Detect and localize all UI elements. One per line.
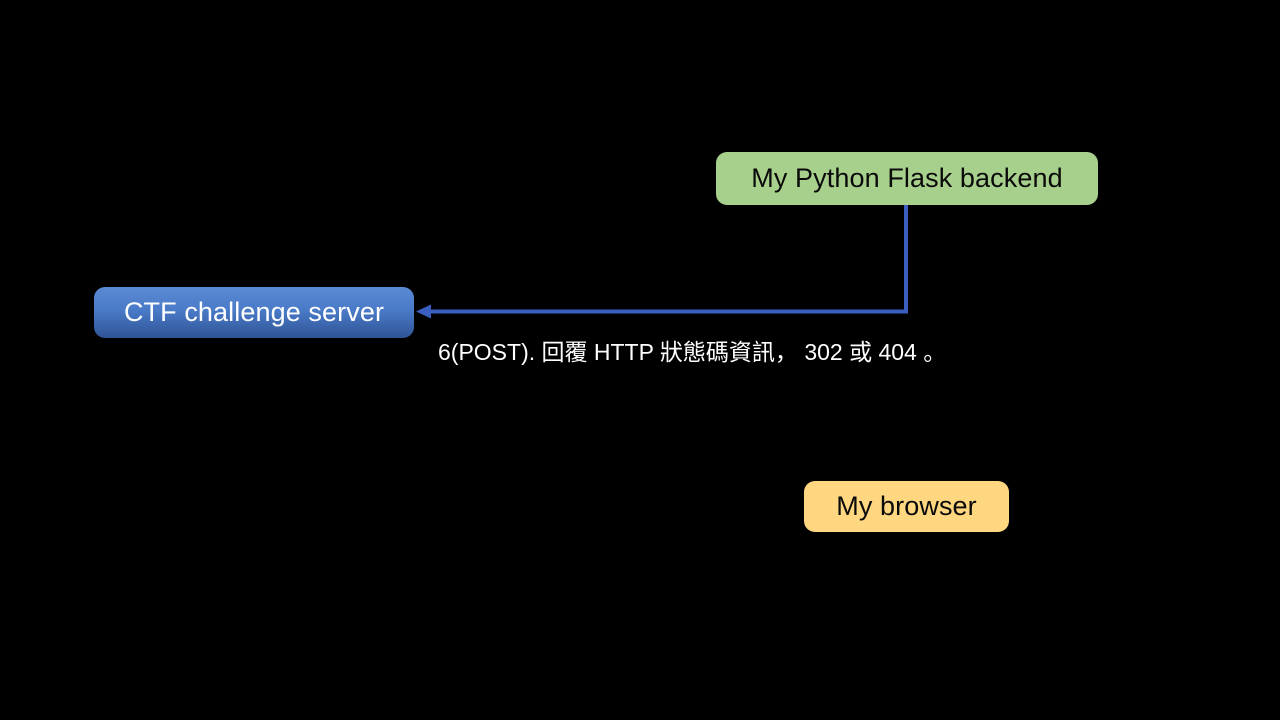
backend-to-ctf-connector bbox=[416, 205, 908, 319]
node-label: My Python Flask backend bbox=[751, 163, 1063, 193]
node-label: CTF challenge server bbox=[123, 297, 385, 327]
node-python-flask-backend[interactable]: My Python Flask backend bbox=[716, 152, 1098, 205]
connector-caption: 6(POST). 回覆 HTTP 狀態碼資訊， 302 或 404 。 bbox=[438, 339, 947, 365]
node-my-browser[interactable]: My browser bbox=[804, 481, 1009, 532]
node-label: My browser bbox=[836, 491, 977, 521]
connector-elbow-path bbox=[420, 205, 908, 314]
node-ctf-challenge-server[interactable]: CTF challenge server bbox=[94, 287, 414, 338]
connector-arrowhead-icon bbox=[416, 304, 431, 319]
